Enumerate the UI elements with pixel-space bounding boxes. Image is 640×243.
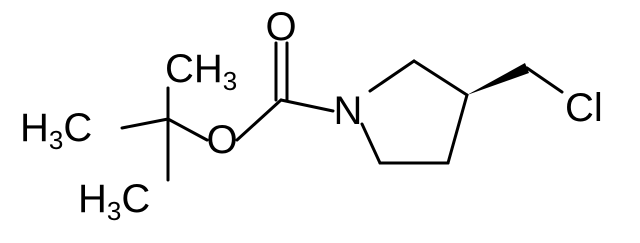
stereo-wedge-bond xyxy=(467,63,529,95)
h3c-bot-subscript: 3 xyxy=(107,196,121,226)
atom-label-h3c-bot: H3C xyxy=(78,177,150,226)
h3c-mid-h: H xyxy=(20,106,49,150)
atom-label-o-ester: O xyxy=(206,118,237,162)
ch3-top-base: CH xyxy=(165,47,223,91)
bond-cq-o-ester xyxy=(166,117,209,142)
ch3-top-subscript: 3 xyxy=(223,66,237,96)
h3c-bot-h: H xyxy=(78,177,107,221)
bond-ch2-cl xyxy=(525,66,564,94)
h3c-mid-subscript: 3 xyxy=(49,125,63,155)
atom-label-o-carbonyl: O xyxy=(265,5,296,49)
atom-label-ch3-top: CH3 xyxy=(165,47,237,96)
bond-cq-h3c-mid xyxy=(120,117,170,130)
atom-label-n-ring: N xyxy=(334,89,363,133)
bond-c3-c4 xyxy=(446,93,469,165)
atom-label-h3c-mid: H3C xyxy=(20,106,92,155)
bond-n-c2 xyxy=(368,59,416,93)
h3c-bot-c: C xyxy=(121,177,150,221)
bond-c2-c3 xyxy=(412,59,469,97)
bond-carbonyl-c-n xyxy=(279,98,335,113)
bonds xyxy=(120,41,564,182)
atom-labels: O CH3 H3C O N Cl H3C xyxy=(20,5,603,226)
bond-c5-n xyxy=(360,122,382,165)
h3c-mid-c: C xyxy=(63,106,92,150)
atom-label-cl: Cl xyxy=(565,86,603,130)
bond-o-ester-carbonyl-c xyxy=(235,98,283,142)
